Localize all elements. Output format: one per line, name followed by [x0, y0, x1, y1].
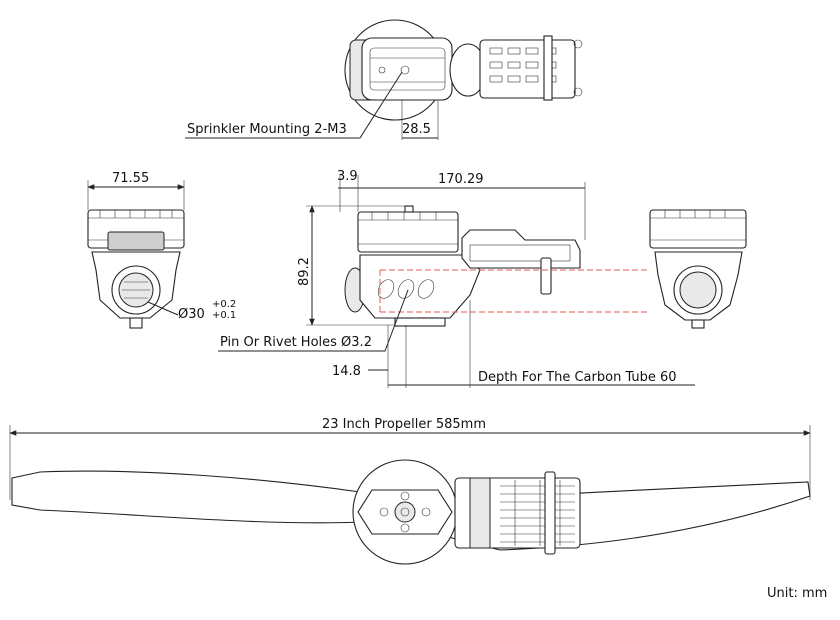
depth-label: Depth For The Carbon Tube 60 — [478, 370, 677, 385]
pin-holes-label: Pin Or Rivet Holes Ø3.2 — [220, 335, 372, 350]
dim-89-2: 89.2 — [297, 257, 312, 286]
side-view — [218, 175, 695, 388]
top-view — [185, 19, 583, 140]
front-view-left — [87, 180, 185, 329]
dim-71-55: 71.55 — [112, 171, 149, 186]
sprinkler-label: Sprinkler Mounting 2-M3 — [187, 122, 347, 137]
tolerance-upper: +0.2 — [212, 299, 236, 310]
dim-14-8: 14.8 — [332, 364, 361, 379]
dim-3-9: 3.9 — [337, 169, 358, 184]
tolerance-lower: +0.1 — [212, 310, 236, 321]
dim-170-29: 170.29 — [438, 172, 484, 187]
unit-label: Unit: mm — [767, 586, 827, 601]
propeller-view — [9, 425, 811, 565]
front-view-right — [649, 209, 747, 329]
dim-28-5: 28.5 — [402, 122, 431, 137]
propeller-label: 23 Inch Propeller 585mm — [322, 417, 486, 432]
diameter-30: Ø30 — [178, 307, 205, 322]
